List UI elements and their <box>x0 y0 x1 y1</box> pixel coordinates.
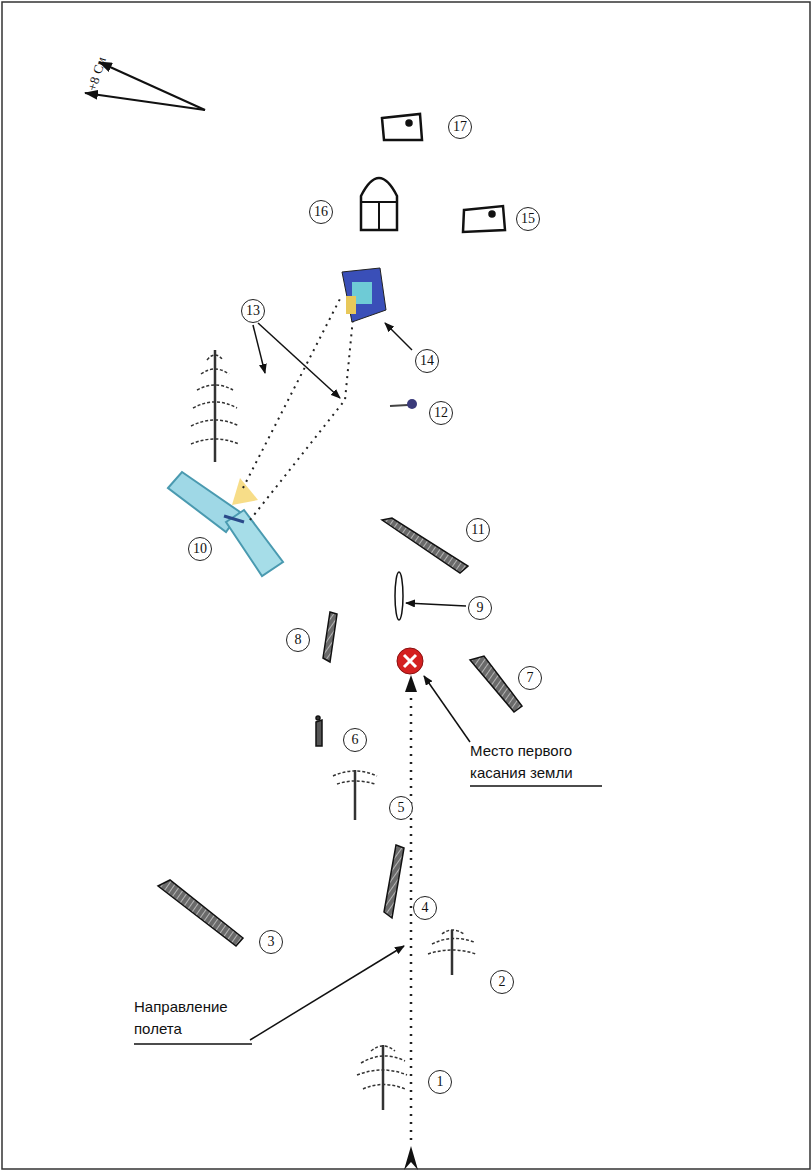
trees <box>191 350 476 1110</box>
callout-number: 6 <box>352 733 359 747</box>
callout-number: 5 <box>398 801 405 815</box>
part-12 <box>390 399 417 409</box>
callout-number: 12 <box>434 406 448 420</box>
callout-circle: 5 <box>389 796 413 820</box>
buildings <box>361 114 505 232</box>
callout-number: 17 <box>453 120 467 134</box>
debris-9 <box>395 572 403 620</box>
note-block: Направление полета <box>134 996 256 1040</box>
flight-arrow <box>405 675 417 692</box>
callout-number: 3 <box>268 935 275 949</box>
callout-number: 16 <box>314 205 328 219</box>
callout-number: 9 <box>477 601 484 615</box>
part-14 <box>342 268 386 322</box>
callout-number: 13 <box>246 304 260 318</box>
callout-circle: 17 <box>448 115 472 139</box>
first-contact-mark <box>397 648 423 674</box>
note-label: Направление полета <box>134 998 228 1037</box>
callout-number: 8 <box>295 633 302 647</box>
compass-label: См <box>90 55 109 76</box>
callout-circle: 4 <box>413 896 437 920</box>
trail-13 <box>243 295 353 520</box>
start-chevron <box>404 1146 418 1170</box>
compass-label: +8 <box>84 75 103 93</box>
debris <box>158 518 522 946</box>
wing-10 <box>168 472 283 576</box>
callout-number: 7 <box>527 671 534 685</box>
callout-circle: 10 <box>188 537 212 561</box>
callout-circle: 11 <box>466 518 490 542</box>
callout-number: 10 <box>193 542 207 556</box>
declination-label: +8См <box>84 51 111 93</box>
callout-circle: 16 <box>309 200 333 224</box>
note-block: Место первого касания земли <box>470 740 610 784</box>
flight-path <box>410 690 413 1140</box>
callout-circle: 9 <box>468 596 492 620</box>
callout-circle: 7 <box>518 666 542 690</box>
callout-number: 15 <box>521 212 535 226</box>
callout-circle: 1 <box>428 1070 452 1094</box>
callout-circle: 15 <box>516 207 540 231</box>
callout-circle: 8 <box>286 628 310 652</box>
callout-number: 11 <box>471 523 484 537</box>
callout-circle: 14 <box>415 349 439 373</box>
callout-number: 14 <box>420 354 434 368</box>
callout-circle: 13 <box>241 299 265 323</box>
callout-number: 2 <box>499 975 506 989</box>
callout-circle: 12 <box>429 401 453 425</box>
callout-number: 4 <box>422 901 429 915</box>
leader-lines <box>134 323 602 1044</box>
callout-number: 1 <box>437 1075 444 1089</box>
callout-circle: 2 <box>490 970 514 994</box>
note-label: Место первого касания земли <box>470 742 573 781</box>
callout-circle: 6 <box>343 728 367 752</box>
callout-circle: 3 <box>259 930 283 954</box>
